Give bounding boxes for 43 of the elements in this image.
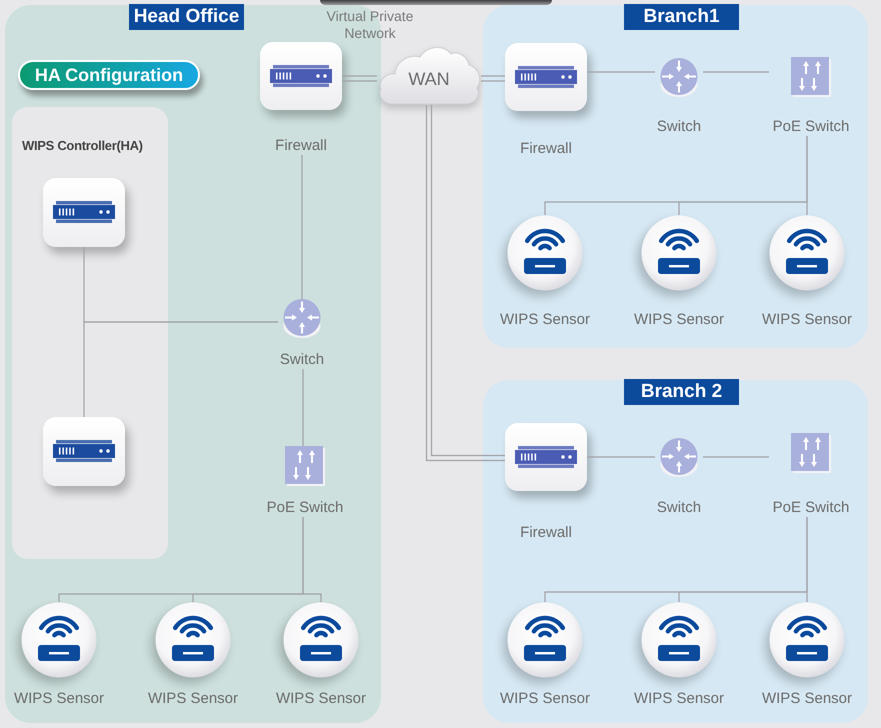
connector-line	[301, 155, 303, 299]
node-label: Firewall	[275, 137, 327, 155]
connector-line	[302, 517, 322, 602]
node-label: Firewall	[520, 140, 572, 158]
device-tile	[43, 178, 125, 247]
node-label: PoE Switch	[266, 499, 344, 517]
connector-line	[703, 456, 769, 458]
node-label: Switch	[280, 351, 324, 369]
node-label: WAN	[408, 68, 450, 90]
node-label: WIPS Sensor	[500, 311, 590, 329]
node-label: WIPS Sensor	[14, 690, 104, 708]
node-label: WIPS Sensor	[634, 690, 724, 708]
panel-title: Branch1	[624, 4, 739, 30]
device-tile	[43, 417, 125, 486]
connector-line	[587, 456, 655, 458]
double-line	[480, 75, 506, 82]
site-panel	[483, 5, 868, 348]
panel-title: Branch 2	[624, 379, 739, 405]
connector-line	[703, 71, 769, 73]
node-label: WIPS Sensor	[634, 311, 724, 329]
double-line	[426, 104, 506, 462]
panel-title: Head Office	[129, 4, 244, 30]
connector-line	[83, 321, 278, 417]
group-panel	[12, 107, 168, 559]
node-label: WIPS Sensor	[762, 311, 852, 329]
node-label: Switch	[656, 499, 702, 517]
site-panel	[483, 380, 868, 723]
node-label: WIPS Sensor	[762, 690, 852, 708]
node-label: Switch	[656, 118, 702, 136]
double-line	[341, 75, 378, 82]
connector-line	[806, 136, 808, 215]
node-label: WIPS Sensor	[276, 690, 366, 708]
node-label: WIPS Sensor	[500, 690, 590, 708]
node-caption: Virtual Private Network	[326, 8, 414, 42]
node-label: WIPS Sensor	[148, 690, 238, 708]
panel-title: WIPS Controller(HA)	[22, 137, 143, 155]
connector-line	[587, 71, 655, 73]
connector-line	[806, 517, 808, 602]
node-label: PoE Switch	[772, 118, 850, 136]
node-label: Firewall	[520, 524, 572, 542]
section-pill: HA Configuration	[18, 60, 200, 90]
connector-line	[302, 369, 304, 446]
node-label: PoE Switch	[772, 499, 850, 517]
